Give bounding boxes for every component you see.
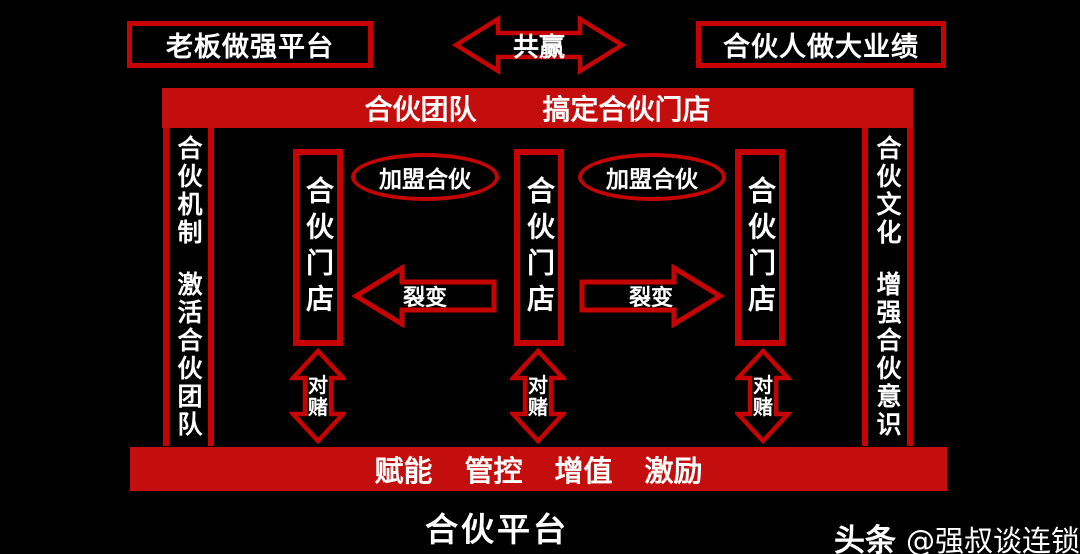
watermark-brand: 头条 (834, 523, 896, 554)
platform-title: 合伙平台 (425, 510, 569, 549)
partner-box: 合伙人做大业绩 (696, 21, 946, 68)
vertical-double-arrow-icon (735, 347, 791, 445)
fission-label: 裂变 (628, 286, 673, 311)
partner-store-label: 合伙门店 (744, 175, 777, 320)
right-arrow-icon (579, 264, 724, 328)
bet-char-2: 赌 (753, 395, 773, 419)
bet-label: 对 赌 (735, 347, 791, 445)
watermark: 头条 @强叔谈连锁 (834, 515, 1080, 554)
banner-item-incentive: 激励 (644, 454, 703, 488)
banner-item-control: 管控 (464, 454, 523, 488)
fission-arrow-left: 裂变 (352, 264, 498, 328)
team-banner: 合伙团队 搞定合伙门店 (162, 88, 913, 128)
bet-arrow-2: 对 赌 (510, 347, 566, 445)
enhance-awareness-label: 增强合伙意识 (873, 271, 902, 439)
bet-char-1: 对 (528, 373, 548, 397)
banner-item-empower: 赋能 (374, 454, 433, 488)
fission-label: 裂变 (402, 286, 447, 311)
banner-item-value: 增值 (554, 454, 613, 488)
bet-char-1: 对 (308, 373, 328, 397)
activate-team-label: 激活合伙团队 (174, 271, 203, 439)
horizontal-double-arrow-icon (452, 14, 626, 76)
partner-store-label: 合伙门店 (523, 175, 556, 320)
winwin-label: 共赢 (512, 32, 565, 63)
vertical-double-arrow-icon (510, 347, 566, 445)
vertical-double-arrow-icon (290, 347, 346, 445)
mechanism-column: 合伙机制 激活合伙团队 (163, 128, 214, 446)
culture-column: 合伙文化 增强合伙意识 (862, 128, 913, 446)
franchise-ellipse-2: 加盟合伙 (578, 153, 726, 201)
partner-store-box-2: 合伙门店 (514, 149, 564, 346)
bet-label: 对 赌 (510, 347, 566, 445)
partner-store-label: 合伙门店 (302, 175, 335, 320)
platform-functions-banner: 赋能 管控 增值 激励 (130, 447, 947, 491)
bet-char-2: 赌 (308, 395, 328, 419)
bet-arrow-3: 对 赌 (735, 347, 791, 445)
bet-label: 对 赌 (290, 347, 346, 445)
bet-char-1: 对 (753, 373, 773, 397)
fission-arrow-right: 裂变 (578, 264, 724, 328)
partner-store-box-1: 合伙门店 (293, 149, 343, 346)
franchise-ellipse-1: 加盟合伙 (351, 153, 499, 201)
winwin-double-arrow: 共赢 (452, 13, 626, 77)
team-banner-team: 合伙团队 (364, 93, 477, 126)
watermark-handle: @强叔谈连锁 (906, 524, 1080, 554)
culture-label: 合伙文化 (873, 135, 902, 247)
left-arrow-icon (352, 264, 497, 328)
mechanism-label: 合伙机制 (174, 135, 203, 247)
bet-char-2: 赌 (528, 395, 548, 419)
partner-store-box-3: 合伙门店 (735, 149, 785, 346)
owner-box: 老板做强平台 (127, 21, 373, 68)
team-banner-task: 搞定合伙门店 (542, 93, 711, 126)
bet-arrow-1: 对 赌 (290, 347, 346, 445)
